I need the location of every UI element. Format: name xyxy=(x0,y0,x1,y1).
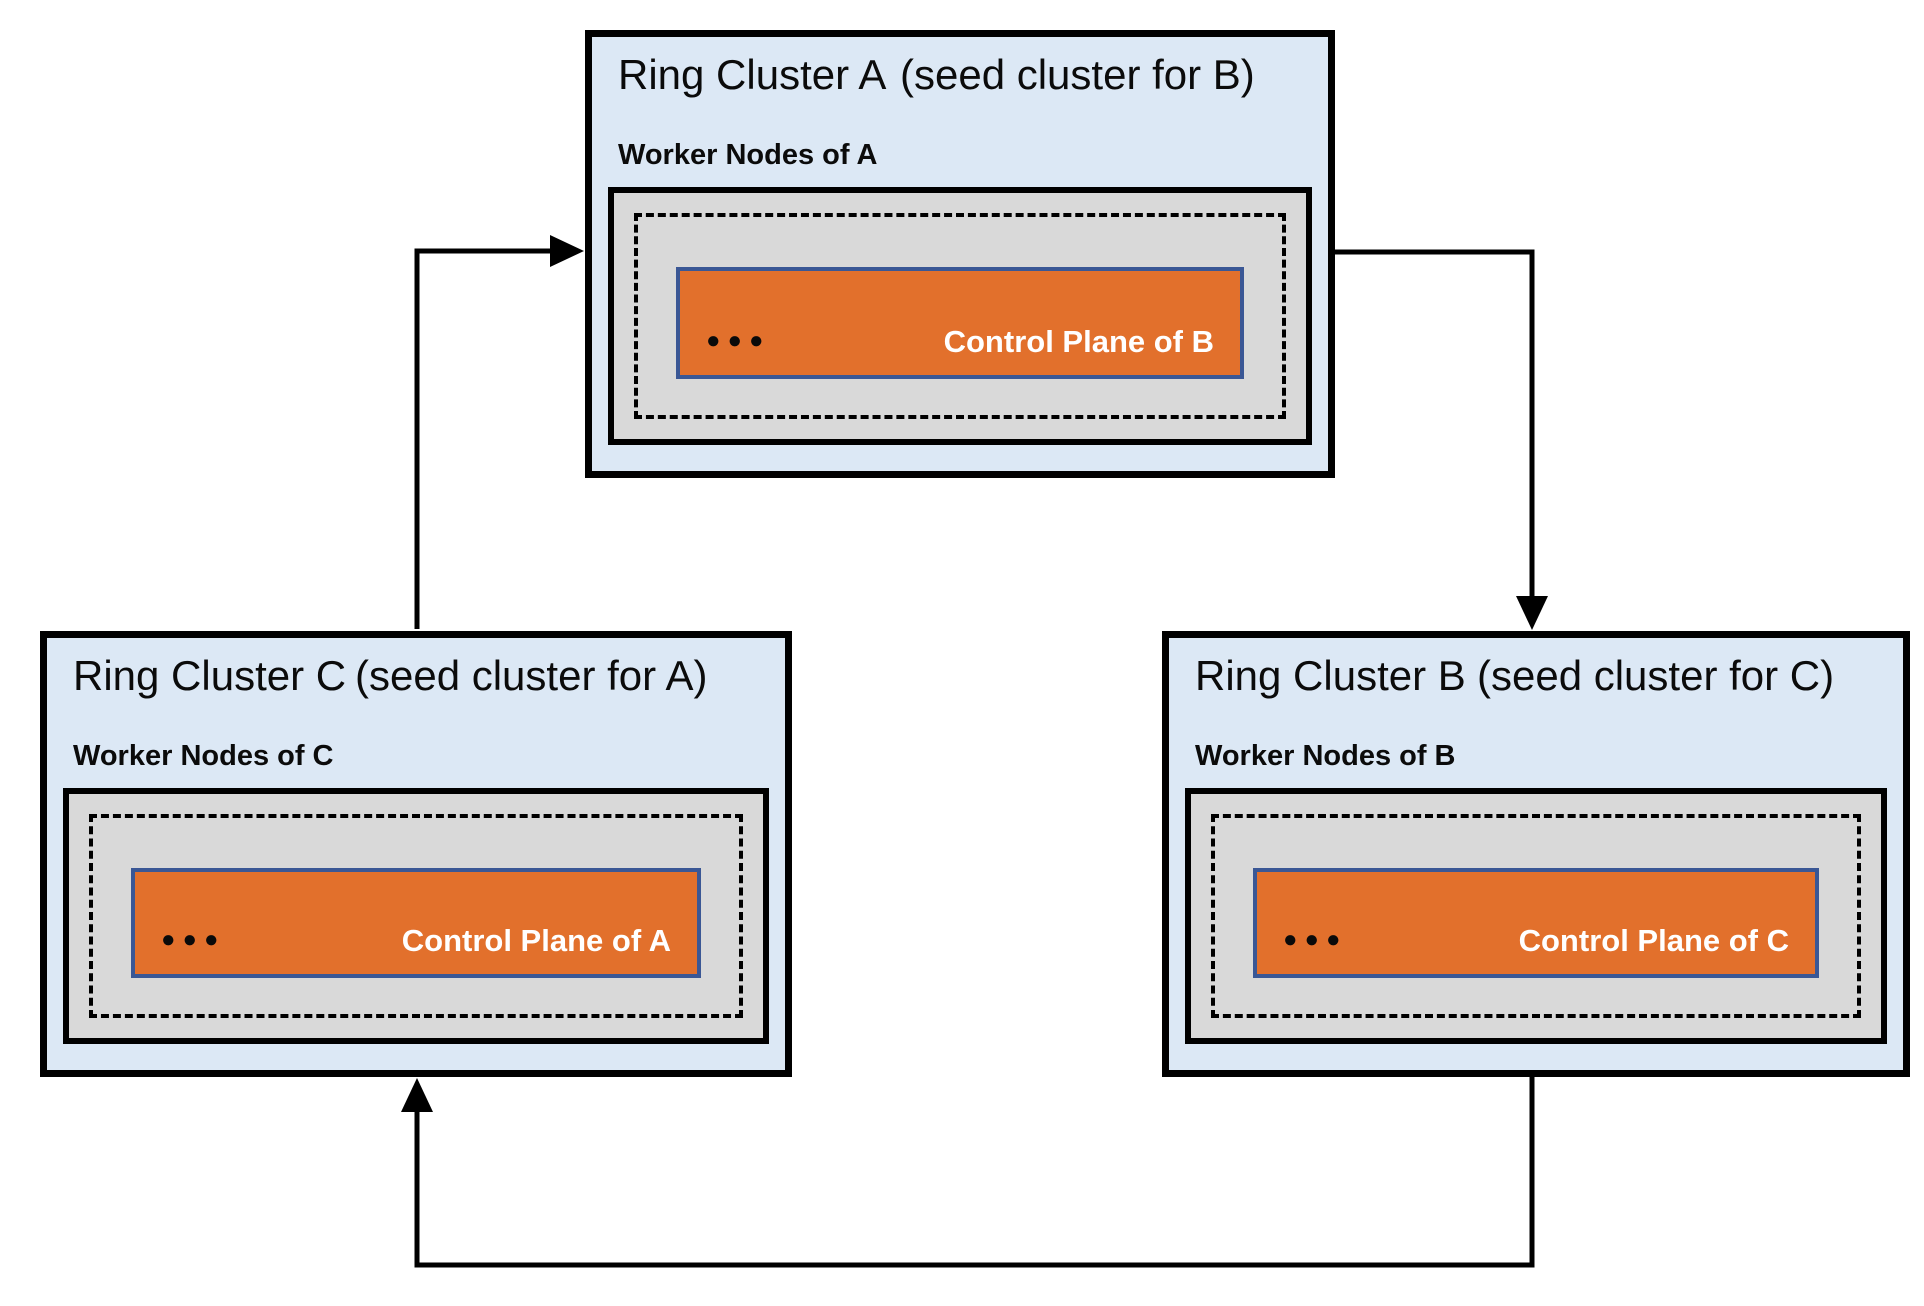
ellipsis-dots: ●●● xyxy=(1283,926,1348,953)
seed-note: (seed cluster for B) xyxy=(900,51,1255,98)
cluster-title: Ring Cluster B xyxy=(1195,652,1466,699)
control-plane-label: Control Plane of C xyxy=(1518,922,1789,958)
cluster-title: Ring Cluster A xyxy=(618,51,887,98)
seed-note: (seed cluster for C) xyxy=(1477,652,1835,699)
seed-note: (seed cluster for A) xyxy=(355,652,708,699)
ellipsis-dots: ●●● xyxy=(161,926,226,953)
cluster-box-b: Ring Cluster B (seed cluster for C) Work… xyxy=(1162,631,1910,1077)
worker-nodes-box: ●●● Control Plane of C xyxy=(1185,788,1887,1044)
worker-nodes-box: ●●● Control Plane of B xyxy=(608,187,1312,445)
cluster-title: Ring Cluster C xyxy=(73,652,347,699)
worker-nodes-label: Worker Nodes of C xyxy=(73,740,334,772)
ellipsis-dots: ●●● xyxy=(706,327,771,354)
control-plane-box: ●●● Control Plane of A xyxy=(131,868,701,978)
arrow-a-to-b xyxy=(1333,249,1548,630)
control-plane-box: ●●● Control Plane of C xyxy=(1253,868,1819,978)
control-plane-box: ●●● Control Plane of B xyxy=(676,267,1244,379)
dashed-boundary: ●●● Control Plane of A xyxy=(89,814,743,1018)
worker-nodes-label: Worker Nodes of A xyxy=(618,139,878,171)
worker-nodes-box: ●●● Control Plane of A xyxy=(63,788,769,1044)
arrow-b-to-c xyxy=(401,1075,1535,1268)
control-plane-label: Control Plane of B xyxy=(943,323,1214,359)
dashed-boundary: ●●● Control Plane of B xyxy=(634,213,1286,419)
arrow-c-to-a xyxy=(414,235,584,629)
cluster-box-c: Ring Cluster C (seed cluster for A) Work… xyxy=(40,631,792,1077)
control-plane-label: Control Plane of A xyxy=(401,922,671,958)
dashed-boundary: ●●● Control Plane of C xyxy=(1211,814,1861,1018)
cluster-box-a: Ring Cluster A (seed cluster for B) Work… xyxy=(585,30,1335,478)
worker-nodes-label: Worker Nodes of B xyxy=(1195,740,1456,772)
